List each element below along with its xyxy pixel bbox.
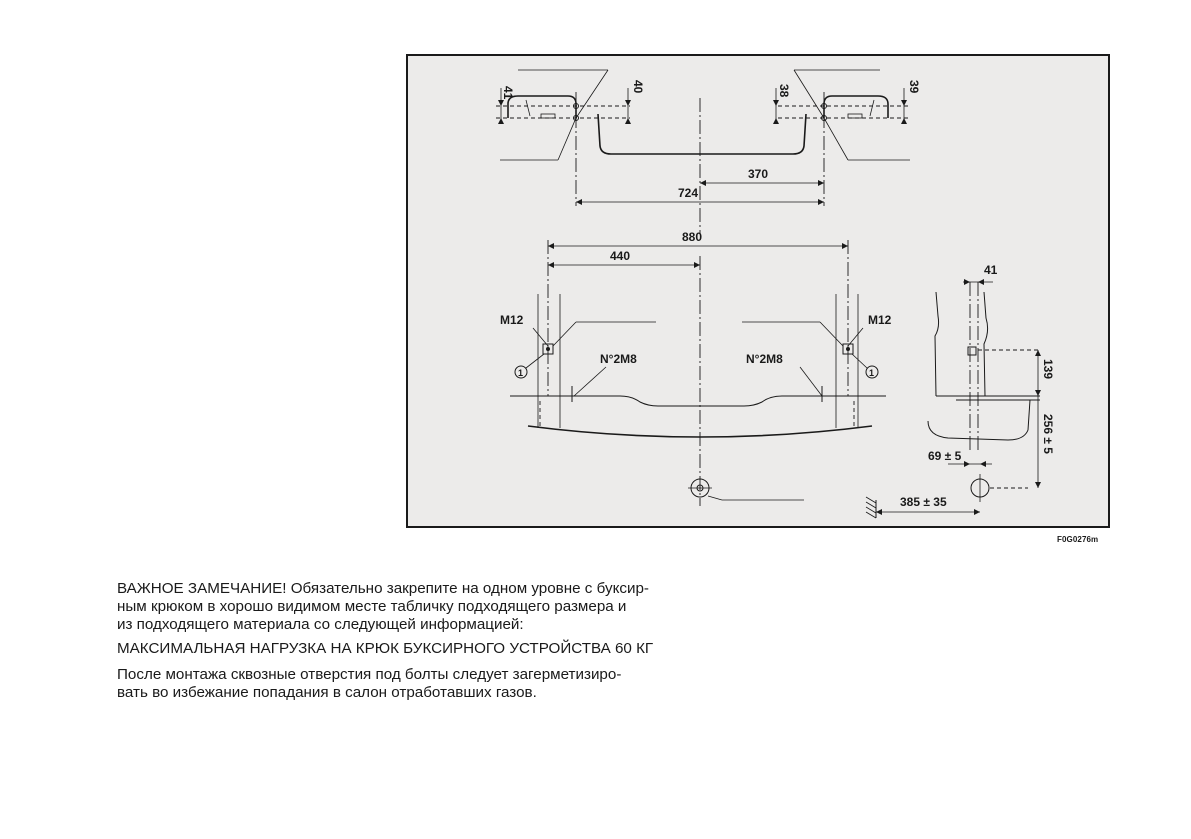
bolt-left-leader [573, 366, 607, 397]
left-bracket-slot [540, 113, 556, 119]
right-m12-bolt [842, 343, 854, 355]
dim-385-arrow-a [876, 509, 882, 515]
dim-40-arrow-a [625, 100, 631, 106]
right-leader-long [819, 321, 844, 347]
dim-880-label: 880 [682, 230, 702, 244]
instruction-text: ВАЖНОЕ ЗАМЕЧАНИЕ! Обязательно закрепите … [117, 580, 737, 702]
dim-38-arrow-a [773, 100, 779, 106]
dim-880-arrow-a [548, 243, 554, 249]
left-bracket-detail [525, 99, 531, 117]
dim-385-label: 385 ± 35 [900, 495, 947, 509]
tow-ball-leader [707, 495, 723, 501]
dim-39-arrow-a [901, 100, 907, 106]
dim-38-label: 38 [777, 84, 791, 98]
crossbar-front-upper [510, 395, 886, 407]
dim-385-arrow-b [974, 509, 980, 515]
crossbar-top-view [597, 113, 807, 155]
right-leader-down [823, 117, 849, 161]
right-m12-bolt-center [846, 347, 850, 351]
left-leader-down [557, 117, 577, 161]
ground-hatch [865, 496, 877, 519]
m12-left-label: M12 [500, 313, 524, 327]
dim-41-top-label: 41 [501, 86, 515, 100]
dim-40-arrow-b [625, 118, 631, 124]
dim-440-arrow-b [694, 262, 700, 268]
dim-440-label: 440 [610, 249, 630, 263]
m12-right-leader [847, 327, 864, 347]
technical-drawing: 41 40 38 39 370 [406, 54, 1110, 528]
bolt-left-label: N°2M8 [600, 352, 637, 366]
dim-139-arrow-a [1035, 350, 1041, 356]
dim-41-arrow-a [498, 100, 504, 106]
drawing-canvas: 41 40 38 39 370 [496, 69, 1055, 519]
left-bracket-profile [507, 95, 577, 118]
dim-256-arrow [1035, 482, 1041, 488]
dim-880-arrow-b [842, 243, 848, 249]
dim-370-arrow-a [700, 180, 706, 186]
dim-40-label: 40 [631, 80, 645, 94]
right-bracket-slot [847, 113, 863, 119]
left-m12-bolt-center [546, 347, 550, 351]
dim-370-label: 370 [748, 167, 768, 181]
dim-69-arrow-b [980, 461, 986, 467]
side-body-left [934, 291, 940, 397]
left-leader-long [552, 321, 577, 347]
side-crossbar [936, 395, 1040, 401]
right-bracket-profile [823, 95, 889, 118]
dim-724-label: 724 [678, 186, 698, 200]
dim-69-arrow-a [964, 461, 970, 467]
side-bracket-edge [983, 291, 989, 397]
dim-139-label: 139 [1041, 359, 1055, 379]
left-m12-bolt [542, 343, 554, 355]
callout-left-leader [525, 353, 545, 369]
callout-left-circle [514, 365, 528, 379]
dim-139-arrow-b [1035, 390, 1041, 396]
dim-39-arrow-b [901, 118, 907, 124]
dim-69-label: 69 ± 5 [928, 449, 962, 463]
dim-440-arrow-a [548, 262, 554, 268]
dim-39-label: 39 [907, 80, 921, 94]
dim-370-arrow-b [818, 180, 824, 186]
bolt-right-label: N°2M8 [746, 352, 783, 366]
m12-right-label: M12 [868, 313, 892, 327]
dim-38-arrow-b [773, 118, 779, 124]
sealing-note: После монтажа сквозные отверстия под бол… [117, 666, 622, 701]
right-leader-up [793, 69, 825, 119]
m12-left-leader [532, 327, 549, 347]
callout-left-label: 1 [518, 368, 523, 378]
right-bracket-detail [869, 99, 875, 117]
max-load-note: МАКСИМАЛЬНАЯ НАГРУЗКА НА КРЮК БУКСИРНОГО… [117, 640, 654, 657]
bumper-lower-curve [527, 425, 873, 438]
callout-right-leader [851, 353, 868, 369]
dim-256-label: 256 ± 5 [1041, 414, 1055, 454]
dim-41-side-arrow-a [964, 279, 970, 285]
dim-41-side-arrow-b [978, 279, 984, 285]
figure-code: F0G0276m [1057, 535, 1099, 544]
dim-724-arrow-b [818, 199, 824, 205]
bolt-right-leader [799, 366, 823, 397]
callout-right-label: 1 [869, 368, 874, 378]
important-note: ВАЖНОЕ ЗАМЕЧАНИЕ! Обязательно закрепите … [117, 580, 649, 633]
left-leader-up [575, 69, 609, 119]
dim-724-arrow-a [576, 199, 582, 205]
side-bumper-shape [927, 399, 1031, 441]
dim-41-side-label: 41 [984, 263, 998, 277]
side-bolt [967, 346, 977, 356]
dim-41-arrow-b [498, 118, 504, 124]
callout-right-circle [865, 365, 879, 379]
